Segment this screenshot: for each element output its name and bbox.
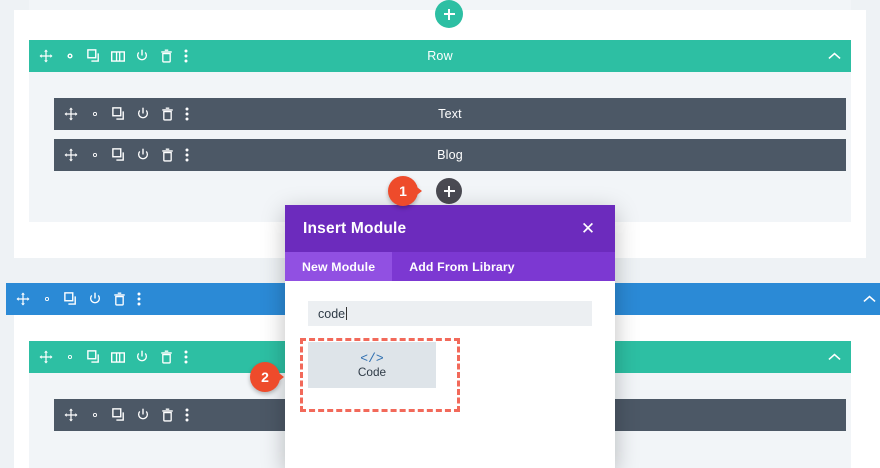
code-icon: </>: [360, 350, 384, 366]
columns-icon[interactable]: [111, 49, 125, 63]
trash-icon[interactable]: [159, 350, 173, 364]
dots-icon[interactable]: [184, 107, 190, 121]
annotation-marker-1: 1: [388, 176, 422, 206]
move-icon[interactable]: [39, 350, 53, 364]
code-module-label: Code: [357, 364, 387, 379]
modal-tabs: New Module Add From Library: [285, 252, 615, 281]
trash-icon[interactable]: [112, 292, 126, 306]
module-results-grid: </> Code: [308, 342, 592, 388]
power-icon[interactable]: [88, 292, 102, 306]
tab-new-module[interactable]: New Module: [285, 252, 393, 281]
modal-header: Insert Module ✕: [285, 205, 615, 252]
add-module-button[interactable]: [436, 178, 462, 204]
trash-icon[interactable]: [160, 148, 174, 162]
gear-icon[interactable]: [88, 408, 102, 422]
dots-icon[interactable]: [136, 292, 142, 306]
gear-icon[interactable]: [88, 148, 102, 162]
gear-icon[interactable]: [40, 292, 54, 306]
move-icon[interactable]: [16, 292, 30, 306]
power-icon[interactable]: [135, 49, 149, 63]
duplicate-icon[interactable]: [87, 49, 101, 63]
marker-tip: [275, 370, 284, 384]
row-toolbar[interactable]: Row: [29, 40, 851, 72]
power-icon[interactable]: [136, 148, 150, 162]
duplicate-icon[interactable]: [87, 350, 101, 364]
trash-icon[interactable]: [160, 107, 174, 121]
columns-icon[interactable]: [111, 350, 125, 364]
duplicate-icon[interactable]: [112, 408, 126, 422]
insert-module-modal: Insert Module ✕ New Module Add From Libr…: [285, 205, 615, 468]
gear-icon[interactable]: [63, 49, 77, 63]
section-collapse-chevron-up-icon[interactable]: [863, 295, 876, 303]
module-text-toolbar[interactable]: Text: [54, 98, 846, 130]
marker-tip: [413, 184, 422, 198]
duplicate-icon[interactable]: [64, 292, 78, 306]
annotation-marker-2: 2: [250, 362, 284, 392]
dots-icon[interactable]: [184, 408, 190, 422]
dots-icon[interactable]: [183, 350, 189, 364]
code-module-card[interactable]: </> Code: [308, 342, 436, 388]
move-icon[interactable]: [64, 148, 78, 162]
duplicate-icon[interactable]: [112, 107, 126, 121]
move-icon[interactable]: [64, 107, 78, 121]
modal-body: code </> Code: [285, 281, 615, 468]
modal-title: Insert Module: [303, 219, 407, 237]
row-toolbar-2-actions[interactable]: [39, 350, 189, 364]
trash-icon[interactable]: [159, 49, 173, 63]
move-icon[interactable]: [64, 408, 78, 422]
search-input-value: code: [318, 306, 346, 321]
move-icon[interactable]: [39, 49, 53, 63]
annotation-marker-2-number: 2: [261, 369, 269, 385]
section-toolbar-actions[interactable]: [16, 292, 142, 306]
power-icon[interactable]: [135, 350, 149, 364]
module-blog-actions[interactable]: [64, 148, 190, 162]
dots-icon[interactable]: [184, 148, 190, 162]
row-2-collapse-chevron-up-icon[interactable]: [828, 353, 841, 361]
tab-add-from-library[interactable]: Add From Library: [392, 252, 532, 281]
module-text-actions[interactable]: [64, 107, 190, 121]
tab-add-from-library-label: Add From Library: [409, 259, 515, 274]
module-toolbar-3-actions[interactable]: [64, 408, 190, 422]
power-icon[interactable]: [136, 107, 150, 121]
add-row-button[interactable]: [435, 0, 463, 28]
row-toolbar-actions[interactable]: [39, 49, 189, 63]
search-input[interactable]: code: [308, 301, 592, 326]
row-collapse-chevron-up-icon[interactable]: [828, 52, 841, 60]
plus-icon: [443, 8, 455, 20]
gear-icon[interactable]: [63, 350, 77, 364]
tab-new-module-label: New Module: [302, 259, 376, 274]
text-caret: [346, 307, 348, 320]
close-icon[interactable]: ✕: [580, 219, 596, 238]
annotation-marker-1-number: 1: [399, 183, 407, 199]
gear-icon[interactable]: [88, 107, 102, 121]
dots-icon[interactable]: [183, 49, 189, 63]
power-icon[interactable]: [136, 408, 150, 422]
plus-icon: [443, 185, 455, 197]
duplicate-icon[interactable]: [112, 148, 126, 162]
module-blog-toolbar[interactable]: Blog: [54, 139, 846, 171]
trash-icon[interactable]: [160, 408, 174, 422]
